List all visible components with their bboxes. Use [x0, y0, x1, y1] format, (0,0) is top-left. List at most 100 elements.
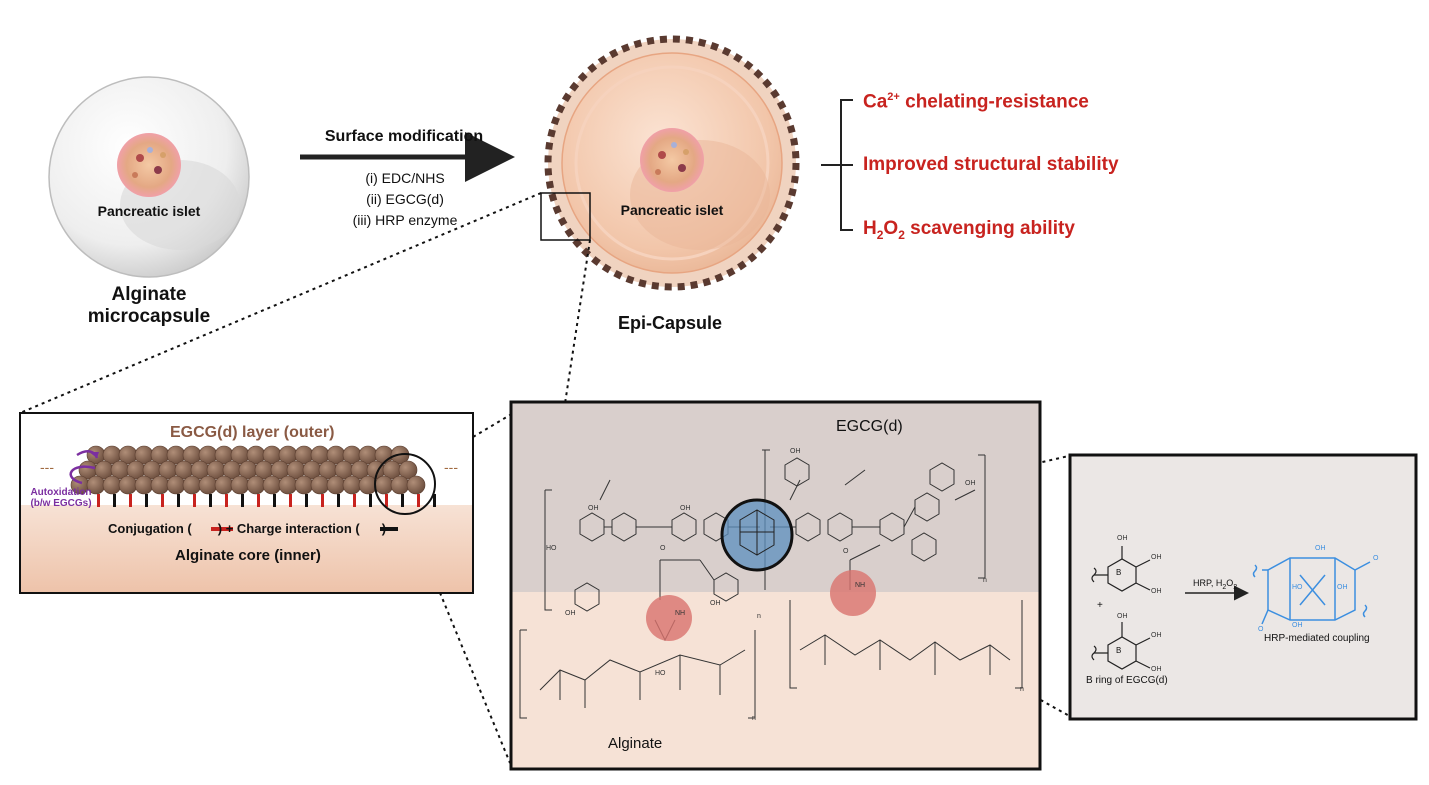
linker	[353, 494, 356, 507]
oh-label: OH	[1117, 535, 1128, 542]
alginate-microcapsule	[48, 76, 250, 278]
reaction-conditions: HRP, H2O2	[1193, 578, 1238, 591]
egcg-bead	[278, 475, 298, 495]
product-o-label: O	[1258, 626, 1264, 633]
egcg-bead	[398, 460, 418, 480]
linker	[401, 494, 404, 507]
nh-label: NH	[675, 610, 686, 617]
surface-modification-title: Surface modification	[324, 128, 484, 145]
oh-label: OH	[1151, 588, 1162, 595]
linkers	[97, 494, 436, 507]
linker	[113, 494, 116, 507]
coupled-product-structure	[1252, 557, 1371, 625]
zoom-box	[540, 192, 591, 241]
egcg-bead	[294, 475, 314, 495]
egcg-bead	[118, 475, 138, 495]
conjugation-site-highlight	[646, 595, 692, 641]
linker	[193, 494, 196, 507]
left-islet-label: Pancreatic islet	[97, 203, 201, 219]
linker	[241, 494, 244, 507]
o-label: O	[660, 545, 666, 552]
product-label: HRP-mediated coupling	[1264, 633, 1370, 644]
egcg-bead	[150, 475, 170, 495]
epi-capsule	[540, 35, 800, 291]
ring-b-label: B	[1116, 646, 1122, 655]
linker	[209, 494, 212, 507]
linker	[273, 494, 276, 507]
egcg-bead	[134, 475, 154, 495]
oh-label: OH	[1117, 613, 1128, 620]
product-oh-label: OH	[1337, 584, 1348, 591]
dash-right: ---	[444, 459, 458, 475]
alginate-core-label: Alginate core (inner)	[175, 547, 321, 564]
egcg-bead	[166, 475, 186, 495]
product-oh-label: OH	[1315, 545, 1326, 552]
egcg-bead	[246, 475, 266, 495]
o-label: O	[843, 548, 849, 555]
zoom-circle	[374, 453, 436, 515]
linker	[161, 494, 164, 507]
oh-label: OH	[588, 505, 599, 512]
linker	[97, 494, 100, 507]
alginate-caption-line1: Alginate	[111, 284, 187, 305]
n-subscript: n	[757, 613, 761, 620]
alginate-caption-line2: microcapsule	[87, 306, 211, 327]
egcg-bead	[182, 475, 202, 495]
alginate-panel-label: Alginate	[608, 735, 663, 752]
linker	[129, 494, 132, 507]
pancreatic-islet-icon	[640, 128, 704, 192]
pancreatic-islet-icon	[117, 133, 181, 197]
n-subscript: n	[1020, 686, 1024, 693]
charge-legend-swatch	[380, 527, 398, 531]
linker	[369, 494, 372, 507]
egcg-bead	[102, 475, 122, 495]
oh-label: OH	[565, 610, 576, 617]
layer-title: EGCG(d) layer (outer)	[170, 424, 335, 441]
ho-label: HO	[655, 670, 666, 677]
step-egcg: (ii) EGCG(d)	[366, 191, 444, 207]
property-ca-chelating: Ca2+ chelating-resistance	[863, 91, 1089, 113]
linker	[337, 494, 340, 507]
linker	[145, 494, 148, 507]
plus-sign: +	[1097, 600, 1103, 611]
linker	[289, 494, 292, 507]
epi-capsule-caption: Epi-Capsule	[617, 313, 723, 333]
legend-conjugation: Conjugation () + Charge interaction ()	[108, 521, 387, 536]
step-hrp: (iii) HRP enzyme	[352, 212, 458, 228]
egcg-bead	[390, 475, 410, 495]
nh-label: NH	[855, 582, 866, 589]
autoxidation-label: Autoxidation(b/w EGCGs)	[30, 487, 92, 509]
egcg-bead	[326, 475, 346, 495]
ring-b-label: B	[1116, 568, 1122, 577]
linker	[385, 494, 388, 507]
step-edc-nhs: (i) EDC/NHS	[365, 170, 445, 186]
chemistry-panel	[509, 400, 1042, 771]
right-islet-label: Pancreatic islet	[620, 202, 724, 218]
linker	[225, 494, 228, 507]
egcg-layer-panel	[19, 412, 474, 594]
oh-label: OH	[1151, 666, 1162, 673]
b-ring-caption: B ring of EGCG(d)	[1086, 675, 1168, 686]
oh-label: OH	[710, 600, 721, 607]
oh-label: OH	[1151, 554, 1162, 561]
oh-label: OH	[965, 480, 976, 487]
egcg-bead	[374, 475, 394, 495]
linker	[305, 494, 308, 507]
properties-bracket	[821, 99, 853, 231]
product-ho-label: HO	[1292, 584, 1303, 591]
linker	[257, 494, 260, 507]
property-structural-stability: Improved structural stability	[863, 154, 1119, 175]
egcg-bead	[406, 475, 426, 495]
egcg-bead	[342, 475, 362, 495]
oh-label: OH	[1151, 632, 1162, 639]
oh-label: OH	[680, 505, 691, 512]
linker	[417, 494, 420, 507]
linker	[321, 494, 324, 507]
conjugation-legend-swatch	[211, 527, 233, 531]
egcg-beads	[70, 445, 426, 495]
property-h2o2-scavenging: H2O2 scavenging ability	[863, 218, 1075, 242]
egcg-bead	[230, 475, 250, 495]
product-o-label: O	[1373, 555, 1379, 562]
egcg-bead	[214, 475, 234, 495]
